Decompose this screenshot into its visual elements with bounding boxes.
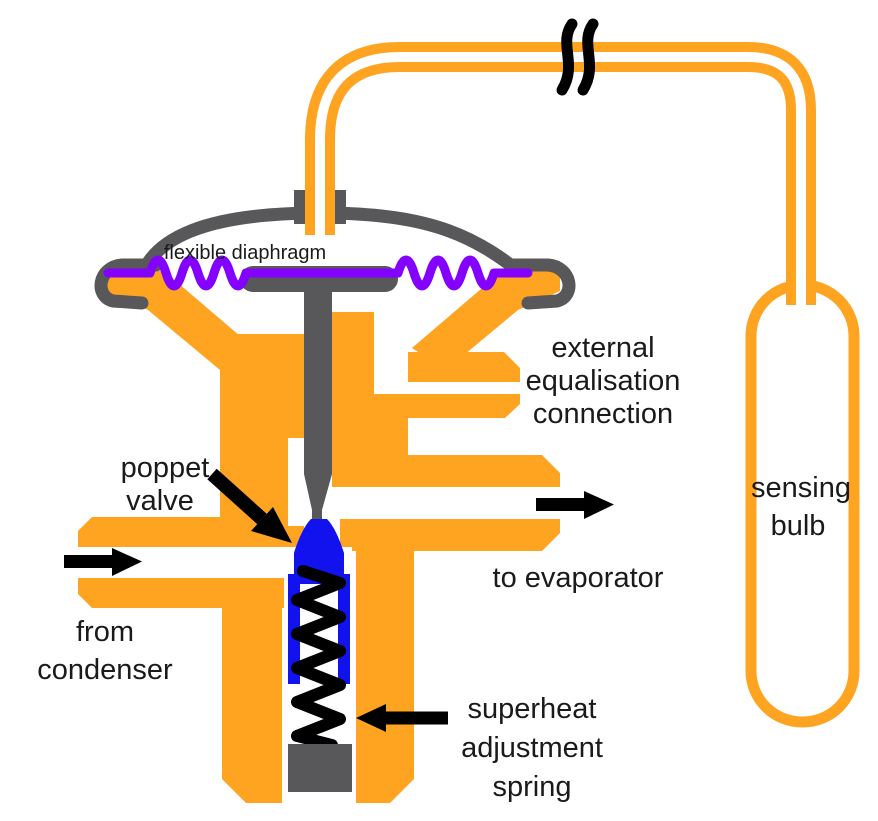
- outlet-flow-arrow-icon: [536, 491, 614, 519]
- flexible-diaphragm: [103, 255, 533, 291]
- label-sensing-bulb-1: sensing: [751, 472, 851, 504]
- equalisation-channel: [408, 382, 520, 394]
- left-clamp-hook: [94, 258, 163, 310]
- inlet-upper-wall: [78, 517, 298, 547]
- body-right-bar: [332, 312, 408, 487]
- label-sensing-bulb-2: bulb: [771, 510, 826, 542]
- break-mark-icon: [556, 18, 578, 96]
- equalisation-lower-prong: [374, 394, 520, 418]
- right-clamp-hook: [507, 258, 576, 310]
- label-superheat-spring-3: spring: [493, 771, 572, 803]
- label-poppet-valve-1: poppet: [121, 452, 210, 484]
- spring-pointer-arrow-icon: [356, 704, 448, 732]
- label-external-equalisation-3: connection: [533, 398, 673, 430]
- label-from-condenser-2: condenser: [37, 654, 173, 686]
- outlet-upper-wall: [332, 455, 560, 487]
- labels: flexible diaphragm external equalisation…: [37, 242, 851, 803]
- poppet-pointer-arrow-icon: [207, 468, 292, 543]
- body-right-shoulder: [412, 271, 560, 370]
- outlet-lower-wall: [340, 519, 560, 551]
- poppet-valve: [288, 519, 350, 684]
- label-superheat-spring-1: superheat: [468, 693, 597, 725]
- superheat-spring: [291, 565, 346, 751]
- stem-slot: [288, 438, 306, 526]
- capillary-tube: [305, 42, 816, 305]
- equalisation-upper-prong: [408, 352, 520, 382]
- label-external-equalisation-2: equalisation: [526, 365, 681, 397]
- label-to-evaporator: to evaporator: [493, 562, 664, 594]
- label-from-condenser-1: from: [76, 616, 134, 648]
- break-mark-icon: [577, 18, 599, 96]
- capillary-tube-bore: [315, 52, 806, 305]
- label-external-equalisation-1: external: [551, 332, 654, 364]
- label-flexible-diaphragm: flexible diaphragm: [164, 242, 326, 264]
- body-left-shoulder: [106, 271, 254, 370]
- body-bottom-right-column: [356, 551, 414, 803]
- tube-break-marks: [556, 18, 599, 96]
- equalisation-notch: [374, 318, 408, 358]
- arrows: [64, 468, 614, 732]
- label-superheat-spring-2: adjustment: [461, 732, 603, 764]
- outlet-channel: [340, 487, 560, 519]
- adjustment-plug: [288, 744, 352, 792]
- inlet-flow-arrow-icon: [64, 548, 142, 576]
- label-poppet-valve-2: valve: [126, 485, 194, 517]
- push-rod-stem: [304, 290, 332, 522]
- body-bottom-left-column: [222, 578, 282, 803]
- dome-rim-clamps: [94, 258, 576, 310]
